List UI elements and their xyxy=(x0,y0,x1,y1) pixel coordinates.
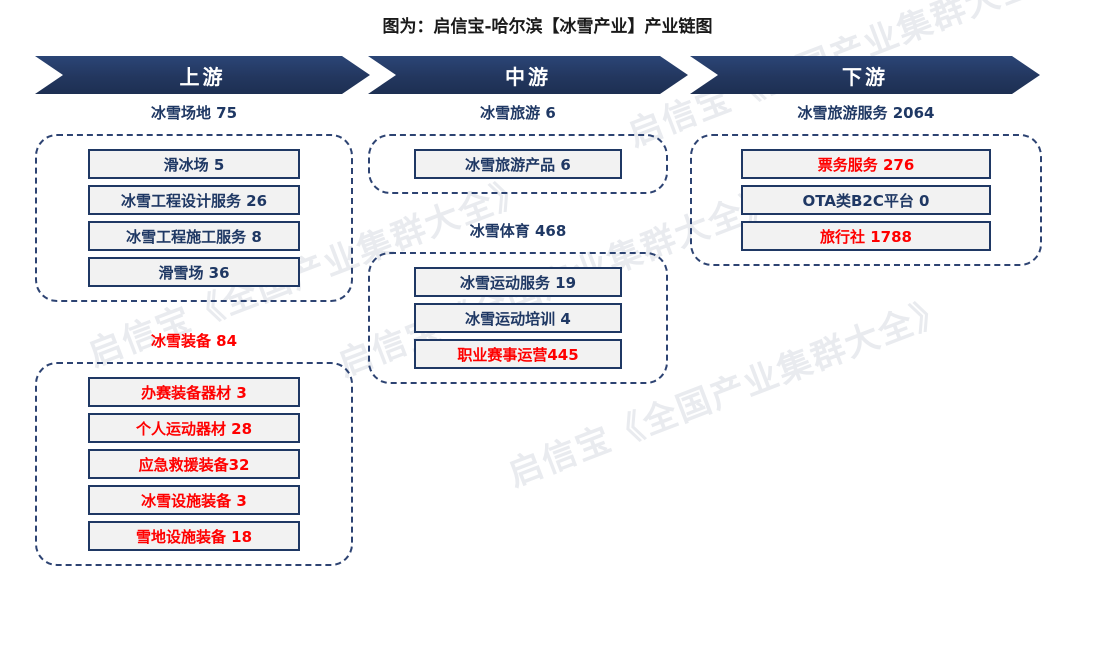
node-ice-snow-facility-equipment[interactable]: 冰雪设施装备 3 xyxy=(88,485,300,515)
column-midstream: 冰雪旅游 6 冰雪旅游产品 6 冰雪体育 468 冰雪运动服务 19 冰雪运动培… xyxy=(368,104,668,384)
group-label-ice-snow-equipment: 冰雪装备 84 xyxy=(150,332,238,350)
node-ice-snow-sports-training[interactable]: 冰雪运动培训 4 xyxy=(414,303,622,333)
node-skating-rink[interactable]: 滑冰场 5 xyxy=(88,149,300,179)
group-box-ice-snow-equipment: 办赛装备器材 3 个人运动器材 28 应急救援装备32 冰雪设施装备 3 雪地设… xyxy=(35,362,353,566)
node-emergency-rescue-equipment[interactable]: 应急救援装备32 xyxy=(88,449,300,479)
group-label-ice-snow-tourism-services: 冰雪旅游服务 2064 xyxy=(797,104,935,122)
group-box-ice-snow-sports: 冰雪运动服务 19 冰雪运动培训 4 职业赛事运营445 xyxy=(368,252,668,384)
group-label-ice-snow-sports: 冰雪体育 468 xyxy=(469,222,567,240)
stage-banner-downstream: 下游 xyxy=(690,56,1040,94)
node-event-equipment[interactable]: 办赛装备器材 3 xyxy=(88,377,300,407)
node-ice-snow-tourism-products[interactable]: 冰雪旅游产品 6 xyxy=(414,149,622,179)
node-ice-snow-engineering-construction[interactable]: 冰雪工程施工服务 8 xyxy=(88,221,300,251)
group-box-ice-snow-tourism-services: 票务服务 276 OTA类B2C平台 0 旅行社 1788 xyxy=(690,134,1042,266)
node-ota-b2c-platform[interactable]: OTA类B2C平台 0 xyxy=(741,185,991,215)
stage-banner-label: 中游 xyxy=(505,64,551,89)
node-ticketing-services[interactable]: 票务服务 276 xyxy=(741,149,991,179)
spacer xyxy=(368,194,668,222)
group-box-ice-snow-tourism: 冰雪旅游产品 6 xyxy=(368,134,668,194)
node-ski-resort[interactable]: 滑雪场 36 xyxy=(88,257,300,287)
group-label-ice-snow-tourism: 冰雪旅游 6 xyxy=(480,104,556,122)
stage-banner-midstream: 中游 xyxy=(368,56,688,94)
stage-banner-label: 下游 xyxy=(842,64,888,89)
stage-banner-label: 上游 xyxy=(179,64,226,89)
page-title: 图为：启信宝-哈尔滨【冰雪产业】产业链图 xyxy=(382,17,713,37)
spacer xyxy=(35,302,353,332)
node-ice-snow-engineering-design[interactable]: 冰雪工程设计服务 26 xyxy=(88,185,300,215)
column-upstream: 冰雪场地 75 滑冰场 5 冰雪工程设计服务 26 冰雪工程施工服务 8 滑雪场… xyxy=(35,104,353,566)
node-personal-sports-equipment[interactable]: 个人运动器材 28 xyxy=(88,413,300,443)
stage-banner-upstream: 上游 xyxy=(35,56,370,94)
node-travel-agency[interactable]: 旅行社 1788 xyxy=(741,221,991,251)
node-ice-snow-sports-services[interactable]: 冰雪运动服务 19 xyxy=(414,267,622,297)
node-snowfield-facility-equipment[interactable]: 雪地设施装备 18 xyxy=(88,521,300,551)
group-label-ice-venues: 冰雪场地 75 xyxy=(150,104,238,122)
column-downstream: 冰雪旅游服务 2064 票务服务 276 OTA类B2C平台 0 旅行社 178… xyxy=(690,104,1042,266)
node-professional-event-operation[interactable]: 职业赛事运营445 xyxy=(414,339,622,369)
group-box-ice-venues: 滑冰场 5 冰雪工程设计服务 26 冰雪工程施工服务 8 滑雪场 36 xyxy=(35,134,353,302)
